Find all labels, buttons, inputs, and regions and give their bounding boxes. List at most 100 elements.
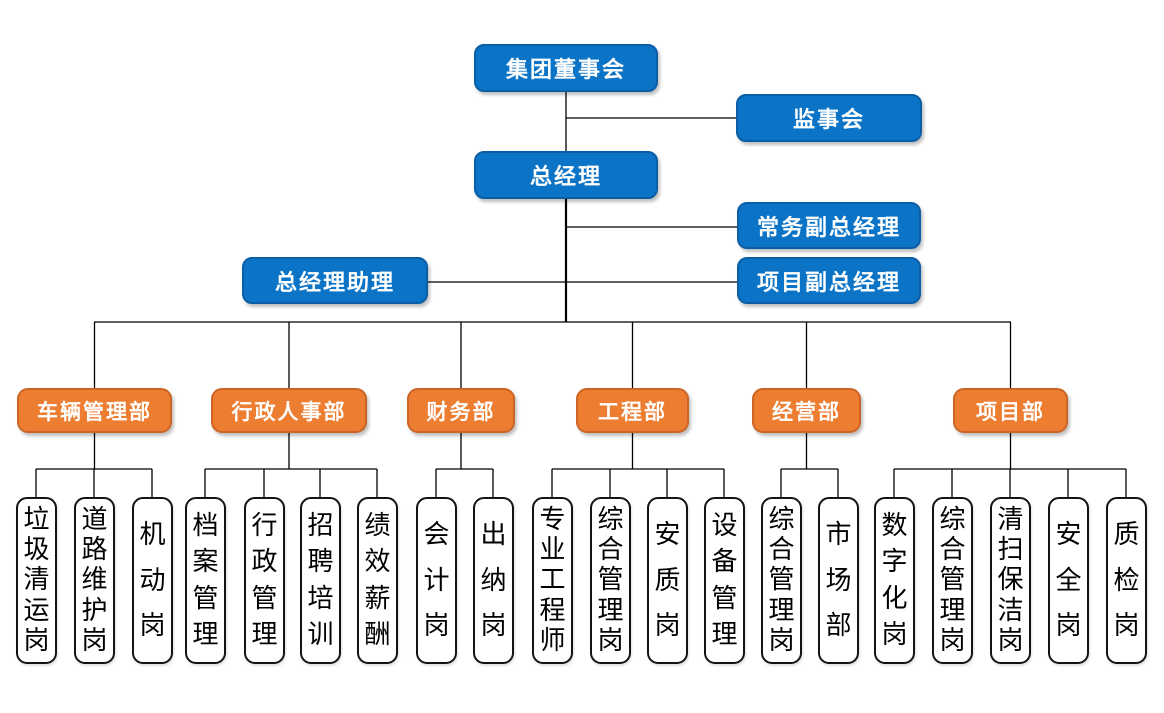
post-node-2-4: 绩效薪酬: [357, 497, 398, 664]
post-char: 安: [1055, 520, 1082, 551]
post-char: 理: [711, 619, 738, 650]
department-node-5: 经营部: [752, 388, 861, 433]
post-char: 理: [597, 595, 624, 626]
post-char: 管: [597, 565, 624, 596]
post-char: 政: [251, 547, 278, 578]
post-node-4-1: 专业工程师: [532, 497, 573, 664]
post-char: 质: [1113, 520, 1140, 551]
post-char: 护: [81, 595, 108, 626]
post-node-5-2: 市场部: [818, 497, 859, 664]
post-char: 程: [539, 595, 566, 626]
post-char: 数: [881, 511, 908, 542]
post-char: 综: [597, 505, 624, 536]
post-node-1-2: 道路维护岗: [74, 497, 115, 664]
post-char: 场: [825, 565, 852, 596]
post-node-6-3: 清扫保洁岗: [990, 497, 1031, 664]
post-char: 管: [768, 565, 795, 596]
post-char: 机: [139, 520, 166, 551]
department-node-2: 行政人事部: [211, 388, 367, 433]
post-char: 岗: [597, 625, 624, 656]
post-char: 部: [825, 610, 852, 641]
department-node-1: 车辆管理部: [17, 388, 172, 433]
post-char: 岗: [139, 610, 166, 641]
post-char: 岗: [1055, 610, 1082, 641]
post-char: 路: [81, 535, 108, 566]
node-general-manager-assistant: 总经理助理: [242, 257, 428, 304]
post-char: 安: [654, 520, 681, 551]
post-char: 训: [307, 619, 334, 650]
post-char: 岗: [1113, 610, 1140, 641]
post-node-1-3: 机动岗: [132, 497, 173, 664]
post-char: 档: [192, 511, 219, 542]
post-char: 专: [539, 505, 566, 536]
post-char: 理: [939, 595, 966, 626]
post-char: 扫: [997, 535, 1024, 566]
post-char: 岗: [23, 625, 50, 656]
post-char: 薪: [364, 583, 391, 614]
post-char: 培: [307, 583, 334, 614]
post-char: 洁: [997, 595, 1024, 626]
post-char: 岗: [480, 610, 507, 641]
post-char: 招: [307, 511, 334, 542]
post-char: 岗: [654, 610, 681, 641]
post-node-4-4: 设备管理: [704, 497, 745, 664]
post-node-6-5: 质检岗: [1106, 497, 1147, 664]
department-node-6: 项目部: [953, 388, 1068, 433]
post-char: 全: [1055, 565, 1082, 596]
post-node-6-4: 安全岗: [1048, 497, 1089, 664]
post-node-5-1: 综合管理岗: [761, 497, 802, 664]
post-char: 聘: [307, 547, 334, 578]
post-char: 理: [192, 619, 219, 650]
post-node-2-3: 招聘培训: [300, 497, 341, 664]
post-char: 圾: [23, 535, 50, 566]
post-node-6-2: 综合管理岗: [932, 497, 973, 664]
department-node-3: 财务部: [407, 388, 515, 433]
post-node-2-1: 档案管理: [185, 497, 226, 664]
post-node-3-2: 出纳岗: [473, 497, 514, 664]
node-project-deputy-general-manager: 项目副总经理: [737, 257, 921, 304]
post-char: 案: [192, 547, 219, 578]
post-char: 清: [23, 565, 50, 596]
post-char: 酬: [364, 619, 391, 650]
post-char: 合: [939, 535, 966, 566]
post-char: 动: [139, 565, 166, 596]
post-char: 计: [423, 565, 450, 596]
post-node-3-1: 会计岗: [416, 497, 457, 664]
post-char: 岗: [423, 610, 450, 641]
post-char: 出: [480, 520, 507, 551]
post-char: 综: [939, 505, 966, 536]
post-char: 效: [364, 547, 391, 578]
post-char: 岗: [939, 625, 966, 656]
post-node-4-2: 综合管理岗: [590, 497, 631, 664]
post-char: 工: [539, 565, 566, 596]
node-executive-deputy-general-manager: 常务副总经理: [737, 202, 921, 249]
post-char: 市: [825, 520, 852, 551]
post-char: 维: [81, 565, 108, 596]
post-char: 合: [768, 535, 795, 566]
department-node-4: 工程部: [576, 388, 689, 433]
post-char: 综: [768, 505, 795, 536]
post-char: 保: [997, 565, 1024, 596]
post-char: 管: [251, 583, 278, 614]
post-char: 岗: [881, 619, 908, 650]
post-char: 纳: [480, 565, 507, 596]
post-char: 管: [939, 565, 966, 596]
post-node-6-1: 数字化岗: [874, 497, 915, 664]
post-char: 业: [539, 535, 566, 566]
post-char: 检: [1113, 565, 1140, 596]
node-supervisory-board: 监事会: [736, 94, 922, 142]
post-char: 管: [711, 583, 738, 614]
post-char: 设: [711, 511, 738, 542]
post-char: 岗: [997, 625, 1024, 656]
post-char: 质: [654, 565, 681, 596]
post-char: 道: [81, 505, 108, 536]
post-char: 化: [881, 583, 908, 614]
post-char: 合: [597, 535, 624, 566]
node-general-manager: 总经理: [474, 151, 658, 199]
post-char: 垃: [23, 505, 50, 536]
post-char: 会: [423, 520, 450, 551]
post-char: 师: [539, 625, 566, 656]
post-char: 理: [768, 595, 795, 626]
post-node-1-1: 垃圾清运岗: [16, 497, 57, 664]
